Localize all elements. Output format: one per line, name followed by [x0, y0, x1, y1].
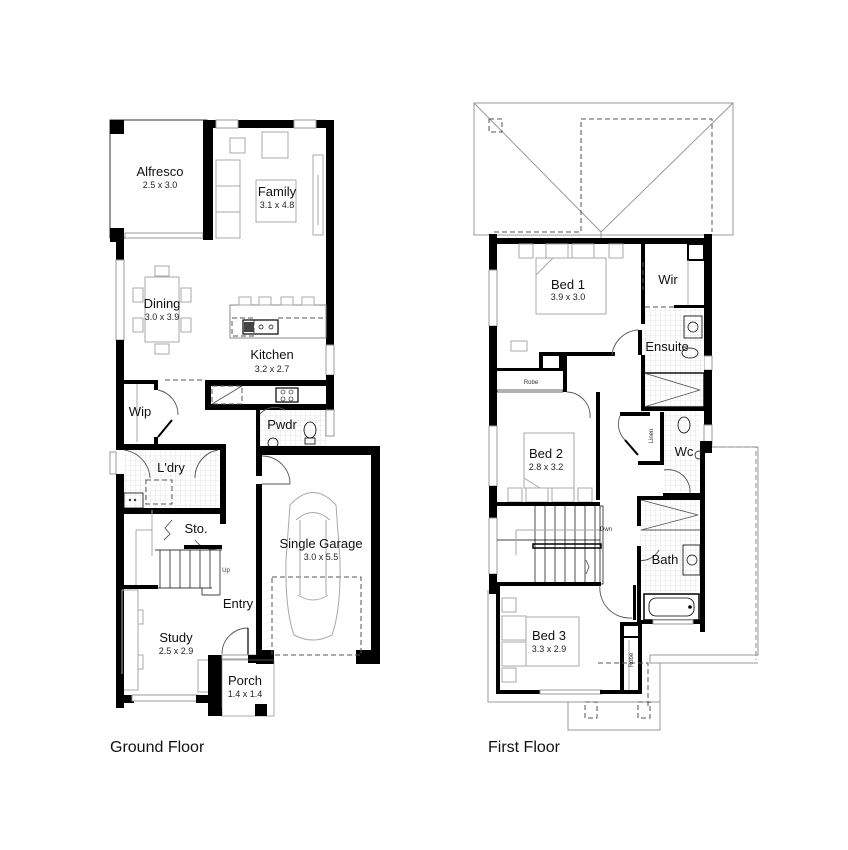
room-size-bed2: 2.8 x 3.2 — [529, 462, 564, 472]
room-size-study: 2.5 x 2.9 — [159, 646, 194, 656]
linen-cupboard — [617, 412, 664, 465]
bathroom — [636, 496, 701, 625]
room-label-study: Study — [159, 630, 193, 645]
stair-ground — [124, 510, 222, 596]
bed3-furniture — [501, 584, 636, 683]
room-label-bed3: Bed 3 — [532, 628, 566, 643]
room-label-garage: Single Garage — [279, 536, 362, 551]
room-label-bath: Bath — [652, 552, 679, 567]
room-label-pwdr: Pwdr — [267, 417, 297, 432]
dining-table — [132, 265, 192, 355]
porch-area — [208, 654, 275, 717]
room-label-robe-bed3: Robe — [629, 652, 635, 667]
bed1-furniture — [510, 243, 624, 352]
room-size-bed3: 3.3 x 2.9 — [532, 644, 567, 654]
room-label-laundry: L'dry — [157, 460, 185, 475]
room-label-entry: Entry — [223, 596, 254, 611]
stair-first — [497, 505, 604, 586]
walk-in-pantry — [116, 380, 179, 445]
room-label-ensuite: Ensuite — [645, 339, 688, 354]
room-label-wc: Wc — [675, 444, 694, 459]
stair-down-label: Dwn — [600, 527, 612, 533]
kitchen-island — [229, 296, 327, 339]
room-label-wir: Wir — [658, 272, 678, 287]
room-size-bed1: 3.9 x 3.0 — [551, 292, 586, 302]
first-floor-title: First Floor — [488, 739, 561, 756]
room-size-porch: 1.4 x 1.4 — [228, 689, 263, 699]
room-label-linen: Linen — [649, 429, 655, 444]
room-label-kitchen: Kitchen — [250, 347, 293, 362]
room-label-wip: Wip — [129, 404, 151, 419]
laundry-room — [109, 444, 226, 674]
balcony-outline — [649, 446, 759, 664]
family-furniture — [215, 131, 324, 239]
wc-room — [663, 411, 704, 496]
room-size-alfresco: 2.5 x 3.0 — [143, 180, 178, 190]
roof-outline — [473, 102, 734, 238]
room-label-dining: Dining — [144, 296, 181, 311]
room-label-bed2: Bed 2 — [529, 446, 563, 461]
stair-up-label: Up — [222, 568, 230, 574]
room-size-kitchen: 3.2 x 2.7 — [255, 364, 290, 374]
ground-floor-title: Ground Floor — [110, 739, 205, 756]
ensuite-area — [641, 243, 705, 411]
ground-floor-plan: Alfresco 2.5 x 3.0 Family 3.1 x 4.8 Dini… — [109, 119, 380, 756]
room-label-family: Family — [258, 184, 297, 199]
room-size-garage: 3.0 x 5.5 — [304, 552, 339, 562]
room-size-dining: 3.0 x 3.9 — [145, 312, 180, 322]
room-label-bed1: Bed 1 — [551, 277, 585, 292]
room-label-storage: Sto. — [184, 521, 207, 536]
powder-room — [256, 406, 335, 454]
room-size-family: 3.1 x 4.8 — [260, 200, 295, 210]
room-label-alfresco: Alfresco — [137, 164, 184, 179]
bed2-furniture — [507, 432, 593, 503]
room-label-robe-bed1: Robe — [524, 380, 539, 386]
study-area — [116, 589, 249, 715]
room-label-porch: Porch — [228, 673, 262, 688]
first-floor-plan: Bed 1 3.9 x 3.0 Wir Ensuite Robe Linen B… — [473, 102, 759, 756]
